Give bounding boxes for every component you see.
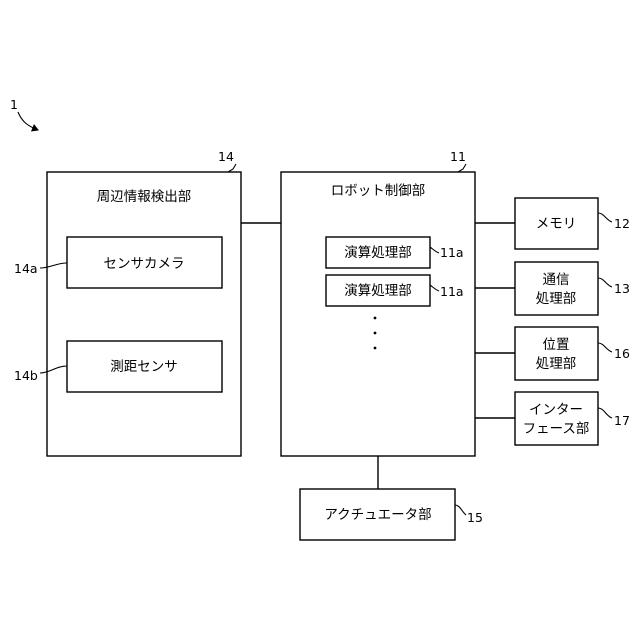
interface-label-line2: フェース部 bbox=[523, 421, 590, 437]
interface-label-line1: インター bbox=[529, 402, 583, 418]
robot-controller-leader bbox=[458, 164, 466, 172]
processor-ref-2: 11a bbox=[440, 284, 464, 299]
peripheral-detector-leader bbox=[228, 164, 236, 172]
robot-controller-label: ロボット制御部 bbox=[331, 183, 426, 199]
comm-label-line2: 処理部 bbox=[536, 291, 577, 307]
position-ref: 16 bbox=[614, 346, 630, 361]
position-leader bbox=[598, 343, 612, 352]
actuator-leader bbox=[455, 505, 466, 515]
comm-ref: 13 bbox=[614, 281, 630, 296]
actuator-ref: 15 bbox=[467, 510, 483, 525]
comm-box bbox=[515, 262, 598, 315]
sensor-camera-label: センサカメラ bbox=[104, 256, 185, 272]
actuator-label: アクチュエータ部 bbox=[324, 507, 431, 523]
interface-box bbox=[515, 392, 598, 445]
interface-leader bbox=[598, 408, 612, 418]
position-label-line2: 処理部 bbox=[536, 356, 577, 372]
distance-sensor-label: 測距センサ bbox=[110, 359, 178, 375]
processor-label-1: 演算処理部 bbox=[344, 245, 412, 261]
peripheral-detector-label: 周辺情報検出部 bbox=[97, 189, 192, 205]
comm-leader bbox=[598, 278, 612, 287]
memory-leader bbox=[598, 213, 612, 222]
figure-ref-label: 1 bbox=[10, 97, 18, 112]
memory-ref: 12 bbox=[614, 216, 630, 231]
peripheral-detector-ref: 14 bbox=[218, 149, 234, 164]
processor-label-2: 演算処理部 bbox=[344, 283, 412, 299]
peripheral-detector-box bbox=[47, 172, 241, 456]
sensor-camera-ref: 14a bbox=[14, 261, 38, 276]
memory-label: メモリ bbox=[536, 216, 577, 232]
robot-controller-box bbox=[281, 172, 475, 456]
distance-sensor-ref: 14b bbox=[14, 368, 38, 383]
position-label-line1: 位置 bbox=[543, 337, 570, 353]
position-box bbox=[515, 327, 598, 380]
figure-ref-arrow bbox=[18, 112, 38, 130]
robot-controller-ref: 11 bbox=[450, 149, 466, 164]
processor-ref-1: 11a bbox=[440, 245, 464, 260]
interface-ref: 17 bbox=[614, 413, 630, 428]
comm-label-line1: 通信 bbox=[543, 272, 570, 288]
